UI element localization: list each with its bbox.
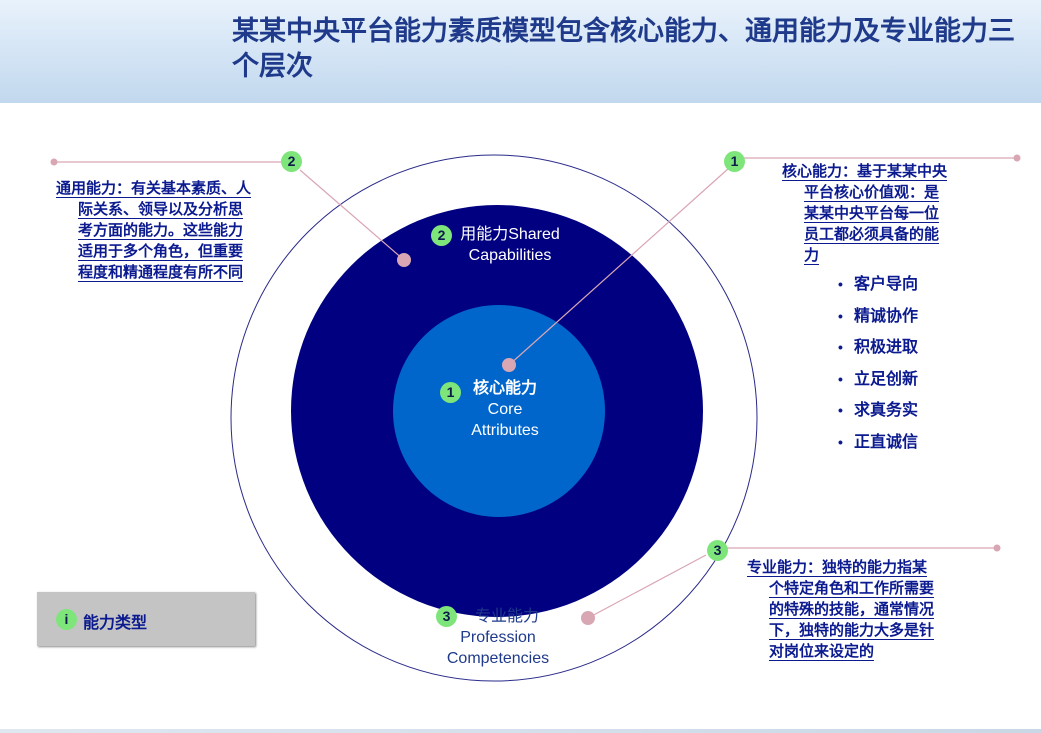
- profession-annotation-badge: 3: [707, 540, 728, 561]
- legend-label: 能力类型: [83, 615, 148, 632]
- profession-annotation-line: 个特定角色和工作所需要: [769, 580, 935, 598]
- profession-annotation: 专业能力：独特的能力指某 个特定角色和工作所需要 的特殊的技能，通常情况 下，独…: [747, 557, 977, 662]
- core-circle: [393, 305, 605, 517]
- shared-ring-label-cn: 用能力Shared: [460, 226, 560, 243]
- core-label-en-2: Attributes: [471, 422, 539, 439]
- shared-ring-badge: 2: [431, 225, 452, 246]
- shared-annotation-line: 程度和精通程度有所不同: [78, 264, 244, 282]
- footer-divider: [0, 729, 1041, 733]
- shared-ring-label: 用能力Shared Capabilities: [445, 224, 575, 266]
- core-value-item: 精诚协作: [838, 306, 918, 338]
- profession-connector-dot: [581, 611, 595, 625]
- profession-connector-diagonal: [587, 554, 707, 619]
- profession-annotation-line: 专业能力：独特的能力指某: [747, 559, 928, 577]
- core-value-text: 精诚协作: [854, 307, 919, 325]
- core-value-text: 积极进取: [854, 339, 919, 356]
- title-banner: 某某中央平台能力素质模型包含核心能力、通用能力及专业能力三个层次: [0, 0, 1041, 103]
- core-value-item: 求真务实: [838, 400, 918, 432]
- profession-ring: [230, 154, 758, 682]
- shared-connector-dot: [397, 253, 411, 267]
- core-annotation-line: 平台核心价值观：是: [804, 184, 940, 202]
- core-annotation: 核心能力：基于某某中央 平台核心价值观：是 某某中央平台每一位 员工都必须具备的…: [782, 161, 982, 266]
- core-label-en-1: Core: [487, 401, 523, 418]
- core-connector-diagonal: [508, 167, 730, 366]
- profession-annotation-line: 的特殊的技能，通常情况: [769, 601, 935, 619]
- core-circle-label: 核心能力 Core Attributes: [460, 378, 550, 441]
- profession-connector-end: [993, 544, 1001, 552]
- core-values-list: 客户导向 精诚协作 积极进取 立足创新 求真务实 正直诚信: [838, 274, 918, 463]
- shared-annotation-line: 际关系、领导以及分析思: [78, 201, 244, 219]
- page-title: 某某中央平台能力素质模型包含核心能力、通用能力及专业能力三个层次: [232, 16, 1015, 81]
- core-connector-dot: [502, 358, 516, 372]
- core-circle-badge: 1: [440, 382, 461, 403]
- shared-annotation-line: 考方面的能力。这些能力: [78, 222, 244, 240]
- core-annotation-line: 力: [804, 247, 820, 265]
- profession-ring-label: 专业能力 Profession Competencies: [434, 606, 562, 669]
- shared-annotation-line: 适用于多个角色，但重要: [78, 243, 244, 261]
- core-connector-end: [1013, 154, 1021, 162]
- shared-connector-end: [50, 158, 58, 166]
- core-annotation-line: 核心能力：基于某某中央: [782, 163, 948, 181]
- core-value-text: 正直诚信: [854, 433, 919, 451]
- core-value-text: 求真务实: [854, 402, 919, 419]
- profession-label-en-2: Competencies: [446, 650, 550, 667]
- profession-annotation-line: 对岗位来设定的: [769, 643, 875, 661]
- legend-info-icon: i: [56, 609, 77, 630]
- core-annotation-line: 员工都必须具备的能: [804, 226, 940, 244]
- core-value-item: 积极进取: [838, 337, 918, 369]
- shared-annotation: 通用能力：有关基本素质、人 际关系、领导以及分析思 考方面的能力。这些能力 适用…: [56, 178, 286, 283]
- profession-label-en-1: Profession: [460, 629, 536, 646]
- core-label-cn: 核心能力: [472, 380, 537, 397]
- profession-annotation-line: 下，独特的能力大多是针: [769, 622, 935, 640]
- core-value-item: 立足创新: [838, 369, 918, 401]
- shared-ring-label-en: Capabilities: [468, 247, 552, 264]
- core-annotation-badge: 1: [724, 151, 745, 172]
- core-annotation-line: 某某中央平台每一位: [804, 205, 940, 223]
- shared-annotation-badge: 2: [281, 151, 302, 172]
- profession-ring-badge: 3: [436, 606, 457, 627]
- core-value-text: 客户导向: [854, 276, 919, 293]
- shared-annotation-line: 通用能力：有关基本素质、人: [56, 180, 252, 198]
- profession-label-cn: 专业能力: [474, 608, 539, 625]
- shared-connector-diagonal: [299, 169, 405, 261]
- core-value-item: 正直诚信: [838, 432, 918, 464]
- core-value-item: 客户导向: [838, 274, 918, 306]
- core-value-text: 立足创新: [854, 370, 919, 388]
